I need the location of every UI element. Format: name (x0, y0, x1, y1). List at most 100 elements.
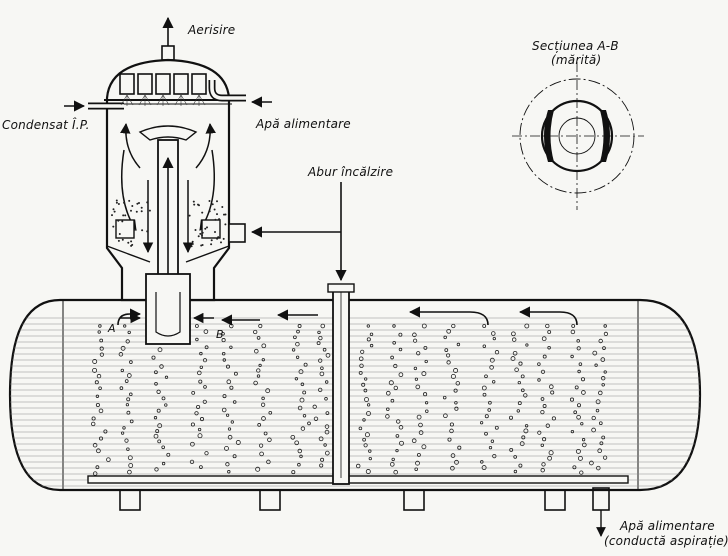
heating-steam-lance (250, 182, 355, 485)
steam-bubble (319, 371, 325, 377)
steam-bubble (92, 367, 98, 373)
steam-bubble (482, 392, 487, 397)
steam-bubble (125, 339, 130, 344)
steam-bubble (443, 335, 447, 340)
steam-bubble (366, 411, 371, 416)
column-droplet (117, 219, 120, 222)
steam-bubble (229, 323, 234, 329)
steam-bubble (487, 408, 491, 412)
steam-bubble (359, 363, 364, 369)
steam-bubble (519, 441, 525, 447)
inner-umbrella (138, 125, 198, 141)
steam-bubble (191, 390, 196, 395)
steam-bubble (443, 413, 448, 419)
steam-bubble (313, 416, 319, 421)
steam-bubble (581, 438, 586, 442)
steam-bubble (512, 350, 518, 356)
steam-bubble (225, 462, 230, 467)
steam-bubble (161, 461, 166, 466)
steam-bubble (540, 468, 545, 473)
steam-bubble (195, 324, 199, 328)
steam-bubble (442, 395, 447, 400)
steam-bubble (592, 350, 598, 356)
column-droplet (188, 214, 191, 217)
steam-bubble (197, 370, 202, 376)
steam-bubble (421, 323, 427, 329)
steam-bubble (364, 397, 369, 402)
steam-bubble (268, 410, 273, 415)
steam-bubble (418, 422, 423, 428)
steam-bubble (221, 351, 226, 356)
steam-bubble (98, 324, 102, 328)
steam-bubble (421, 444, 427, 450)
column-droplet (148, 209, 151, 212)
steam-bubble (576, 339, 580, 343)
steam-bubble (295, 355, 300, 359)
steam-bubble (128, 463, 134, 468)
steam-bubble (90, 421, 96, 427)
spray-nozzle-5 (191, 73, 207, 95)
steam-bubble (96, 448, 101, 454)
steam-bubble (393, 469, 398, 475)
column-droplet (141, 229, 144, 232)
steam-bubble (197, 427, 202, 432)
steam-bubble (545, 423, 550, 428)
column-droplet (118, 233, 121, 235)
steam-bubble (318, 436, 324, 442)
steam-bubble (189, 459, 195, 465)
steam-bubble (95, 465, 100, 470)
steam-bubble (597, 448, 603, 454)
label-conducta-aspiratie: (conductă aspirație) (604, 534, 728, 548)
steam-bubble (120, 431, 125, 435)
column-droplet (210, 239, 213, 242)
steam-bubble (598, 338, 603, 344)
tank-support-4 (544, 489, 566, 511)
steam-bubble (390, 355, 394, 360)
steam-bubble (261, 416, 266, 421)
steam-bubble (294, 377, 299, 381)
steam-bubble (233, 371, 238, 376)
label-abur-incalzire: Abur încălzire (307, 165, 393, 179)
steam-bubble (455, 381, 461, 386)
column-droplet (136, 202, 139, 205)
label-apa-alimentare: Apă alimentare (255, 117, 351, 131)
steam-bubble (396, 419, 401, 424)
steam-bubble (203, 385, 207, 389)
column-droplet (199, 232, 202, 235)
steam-bubble (258, 363, 262, 368)
steam-bubble (488, 445, 493, 450)
steam-bubble (542, 404, 547, 408)
column-droplet (201, 211, 204, 214)
steam-bubble (227, 434, 233, 440)
column-droplets (111, 199, 227, 248)
steam-bubble (446, 328, 452, 334)
storage-tank (8, 298, 702, 537)
column-droplet (123, 201, 125, 204)
steam-bubble (202, 358, 208, 363)
steam-bubble (388, 380, 394, 386)
steam-bubble (578, 362, 583, 366)
steam-bubble (512, 337, 517, 342)
column-droplet (216, 213, 218, 216)
column-droplet (112, 225, 115, 228)
steam-bubble (576, 346, 581, 351)
steam-bubble (415, 384, 421, 390)
column-droplet (201, 231, 204, 234)
column-droplet (221, 206, 224, 208)
steam-bubble (124, 379, 129, 383)
steam-bubble (317, 330, 321, 335)
steam-bubble (161, 445, 166, 450)
steam-bubble (225, 364, 231, 369)
steam-bubble (398, 332, 403, 337)
steam-bubble (366, 337, 371, 342)
steam-bubble (95, 394, 100, 398)
column-droplet (223, 213, 225, 216)
steam-bubble (570, 354, 574, 359)
steam-bubble (154, 467, 159, 472)
steam-bubble (481, 465, 487, 471)
steam-bubble (603, 370, 607, 374)
steam-bubble (226, 379, 232, 385)
steam-bubble (199, 365, 203, 369)
steam-bubble (355, 463, 361, 469)
steam-bubble (368, 449, 372, 453)
